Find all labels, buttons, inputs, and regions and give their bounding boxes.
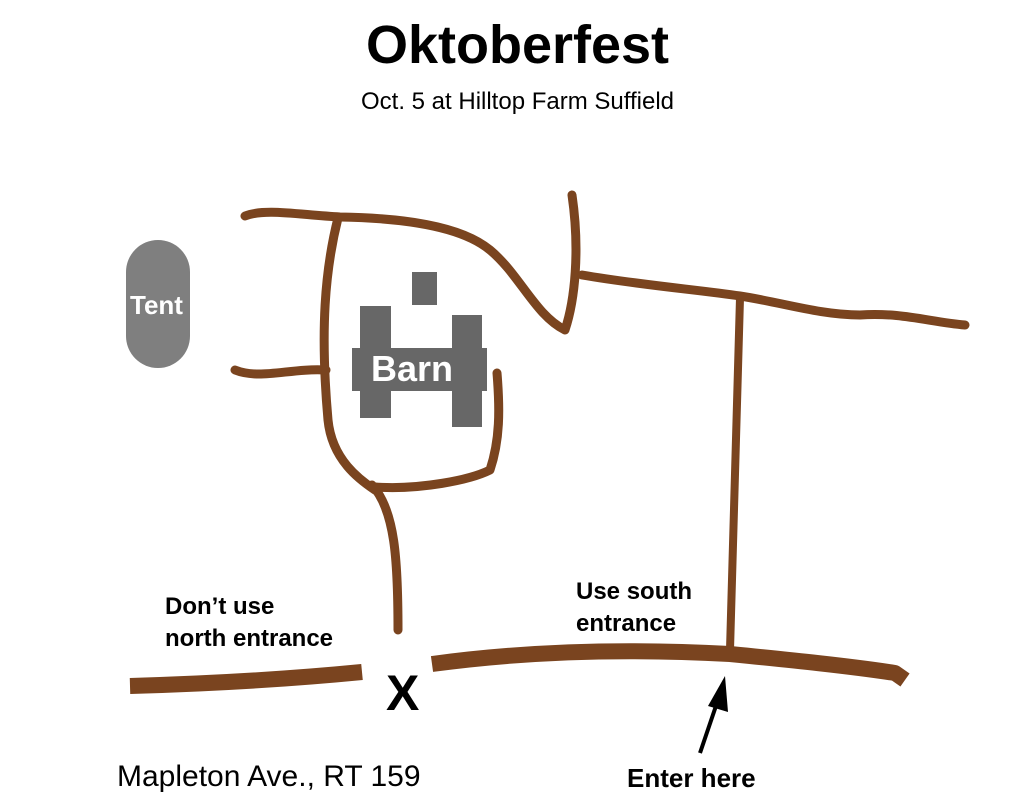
top-road [240,190,581,335]
south-drive [726,294,744,654]
barn-shape [352,272,487,427]
south-entrance-note: Use south entrance [576,576,692,640]
west-spur-road [230,365,331,379]
north-entrance-note-line2: north entrance [165,625,334,652]
north-entrance-note: Don’t use north entrance [165,591,333,655]
tent-label: Tent [130,290,183,320]
loop-road-south [370,368,504,493]
barn-label: Barn [371,348,454,389]
loop-road-west [319,213,380,495]
main-road-label: Mapleton Ave., RT 159 [117,760,421,793]
tent-shape [126,240,190,368]
south-entrance-note-line1: Use south [576,578,693,605]
north-drive [367,480,403,635]
map-subtitle: Oct. 5 at Hilltop Farm Suffield [360,88,674,115]
south-entrance-note-line2: entrance [576,610,677,637]
east-road [577,270,970,330]
closed-entrance-x-marker: X [386,665,420,721]
north-entrance-note-line1: Don’t use [165,593,275,620]
enter-here-arrow-icon [698,676,728,754]
main-road-west [129,664,363,694]
main-road-east [430,643,910,687]
map-title: Oktoberfest [365,15,670,75]
enter-here-label: Enter here [627,763,756,793]
